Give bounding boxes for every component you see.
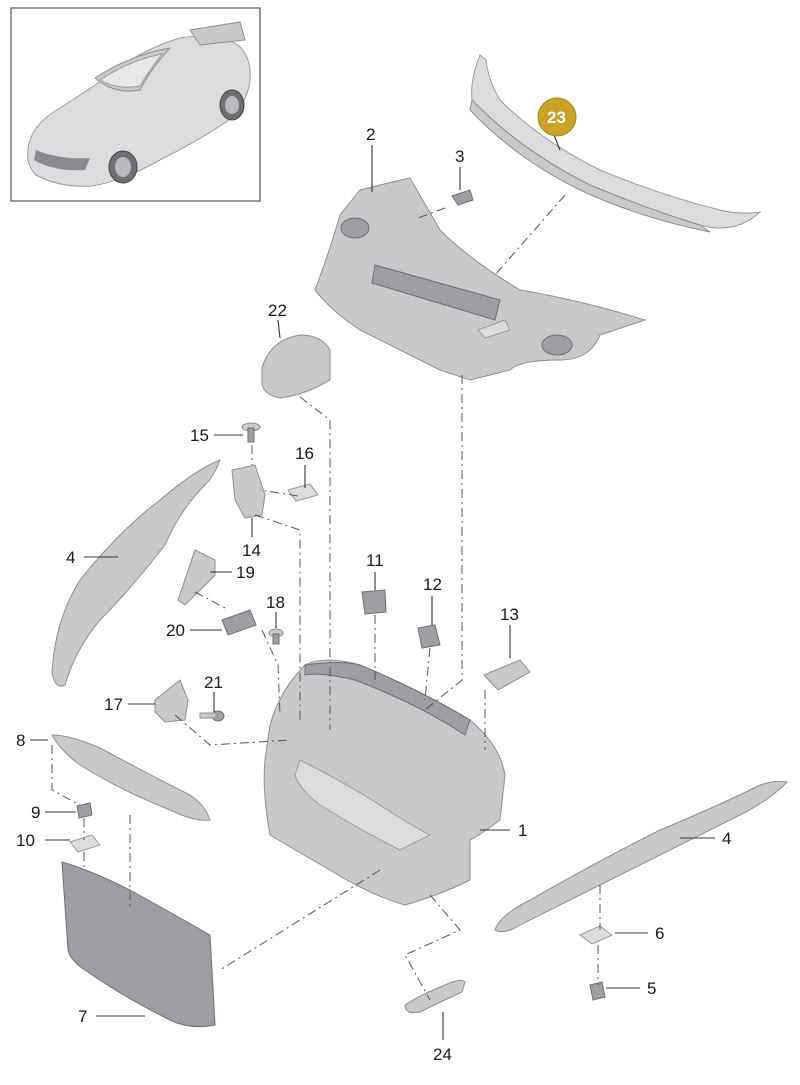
callout-13: 13 xyxy=(500,605,519,624)
callout-15: 15 xyxy=(190,426,209,445)
callout-2: 2 xyxy=(366,125,375,144)
part-6-nut xyxy=(579,925,613,945)
vehicle-thumbnail xyxy=(10,7,261,202)
leader-lines xyxy=(30,134,715,1040)
part-11-clip xyxy=(361,589,387,615)
callout-11: 11 xyxy=(366,551,384,570)
part-18-screw xyxy=(268,628,284,645)
part-10-nut xyxy=(69,834,101,853)
callout-14: 14 xyxy=(242,541,261,560)
part-22-cover-cap xyxy=(261,334,331,399)
callout-18: 18 xyxy=(266,593,285,612)
part-13-bracket xyxy=(483,659,531,691)
part-15-screw xyxy=(241,422,261,443)
part-17-bracket xyxy=(154,679,189,723)
part-4-right-trim xyxy=(494,780,789,933)
callout-17: 17 xyxy=(104,695,123,714)
part-12-clip xyxy=(417,624,441,649)
part-20-clip xyxy=(221,609,257,636)
part-2-partition-panel xyxy=(314,177,647,381)
callout-20: 20 xyxy=(166,621,185,640)
part-14-bracket xyxy=(231,464,266,519)
callout-22: 22 xyxy=(268,301,287,320)
callout-4-left: 4 xyxy=(66,548,75,567)
part-1-luggage-compartment xyxy=(263,659,506,906)
callout-7: 7 xyxy=(78,1007,87,1026)
callout-5: 5 xyxy=(647,979,656,998)
part-21-screw xyxy=(199,710,225,722)
callout-4-right: 4 xyxy=(722,829,731,848)
callout-19: 19 xyxy=(236,563,255,582)
callout-8: 8 xyxy=(16,731,25,750)
callout-12: 12 xyxy=(423,575,442,594)
assembly-lines xyxy=(51,194,601,1001)
highlight-badge xyxy=(537,97,577,137)
part-8-trim xyxy=(51,734,211,821)
callout-10: 10 xyxy=(16,831,35,850)
part-24-bracket xyxy=(404,980,466,1014)
part-19-frame xyxy=(177,549,216,606)
callout-23: 23 xyxy=(547,108,566,127)
part-3-clip xyxy=(451,189,474,206)
part-4-left-trim xyxy=(51,459,221,687)
part-23-cowl-panel xyxy=(469,54,762,233)
callout-9: 9 xyxy=(31,803,40,822)
callout-labels: 1 2 3 4 4 5 6 7 8 9 10 11 12 13 14 15 16… xyxy=(16,108,731,1064)
callout-6: 6 xyxy=(655,924,664,943)
part-9-clip xyxy=(76,802,93,819)
callout-3: 3 xyxy=(455,147,464,166)
callout-16: 16 xyxy=(295,444,314,463)
callout-21: 21 xyxy=(204,673,223,692)
callout-24: 24 xyxy=(433,1045,452,1064)
part-16-nut-plate xyxy=(287,483,319,502)
part-7-floor-panel xyxy=(61,861,216,1028)
callout-1: 1 xyxy=(518,821,527,840)
